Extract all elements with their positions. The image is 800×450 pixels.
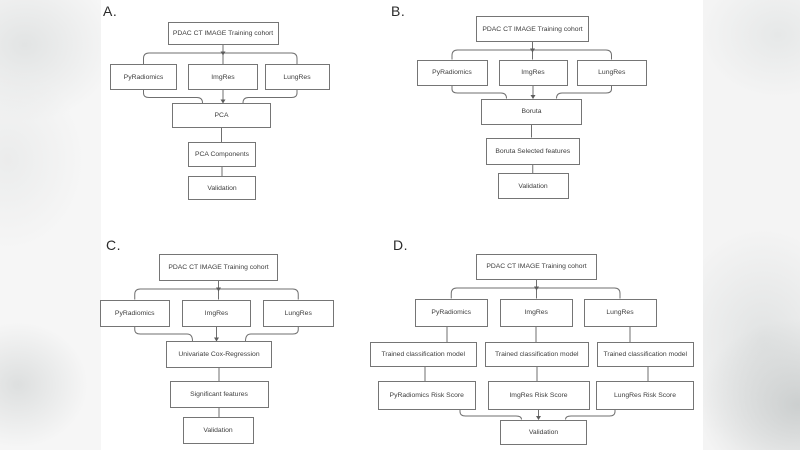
panel-c-label: C. (106, 237, 121, 253)
node-d-imgres: ImgRes (500, 298, 573, 327)
panel-b-label: B. (391, 3, 406, 19)
node-b-training-cohort: PDAC CT IMAGE Training cohort (476, 16, 589, 42)
node-b-lungres: LungRes (576, 59, 647, 86)
node-d-lungres: LungRes (583, 298, 657, 327)
node-c-imgres: ImgRes (182, 299, 251, 327)
node-d-lungres-risk-score: LungRes Risk Score (596, 381, 694, 410)
node-d-pyradiomics-risk-score: PyRadiomics Risk Score (377, 381, 476, 410)
node-c-training-cohort: PDAC CT IMAGE Training cohort (159, 254, 278, 281)
right-blur-margin (703, 0, 800, 450)
node-b-boruta: Boruta (481, 98, 582, 125)
node-c-significant-features: Significant features (169, 381, 269, 408)
node-b-boruta-selected-features: Boruta Selected features (485, 137, 580, 165)
node-a-lungres: LungRes (264, 64, 330, 90)
node-b-validation: Validation (497, 173, 569, 199)
node-a-pca-components: PCA Components (188, 142, 256, 167)
node-d-training-cohort: PDAC CT IMAGE Training cohort (476, 253, 597, 280)
node-a-pca: PCA (172, 103, 271, 128)
node-c-validation: Validation (182, 417, 254, 444)
node-b-pyradiomics: PyRadiomics (416, 59, 488, 86)
node-a-validation: Validation (188, 176, 256, 200)
node-d-trained-model-pyradiomics: Trained classification model (370, 342, 477, 367)
node-c-pyradiomics: PyRadiomics (99, 299, 170, 327)
node-d-trained-model-lungres: Trained classification model (597, 342, 694, 367)
node-c-univariate-cox-regression: Univariate Cox-Regression (166, 341, 272, 368)
node-d-imgres-risk-score: ImgRes Risk Score (487, 381, 590, 410)
panel-a-label: A. (103, 3, 118, 19)
node-b-imgres: ImgRes (498, 59, 568, 86)
node-a-pyradiomics: PyRadiomics (110, 64, 177, 90)
node-c-lungres: LungRes (263, 299, 334, 327)
node-d-pyradiomics: PyRadiomics (415, 298, 488, 327)
node-a-training-cohort: PDAC CT IMAGE Training cohort (167, 22, 279, 45)
panel-d-label: D. (393, 237, 408, 253)
node-d-trained-model-imgres: Trained classification model (485, 342, 589, 367)
left-blur-margin (0, 0, 101, 450)
node-a-imgres: ImgRes (188, 64, 258, 90)
node-d-validation: Validation (500, 419, 587, 445)
